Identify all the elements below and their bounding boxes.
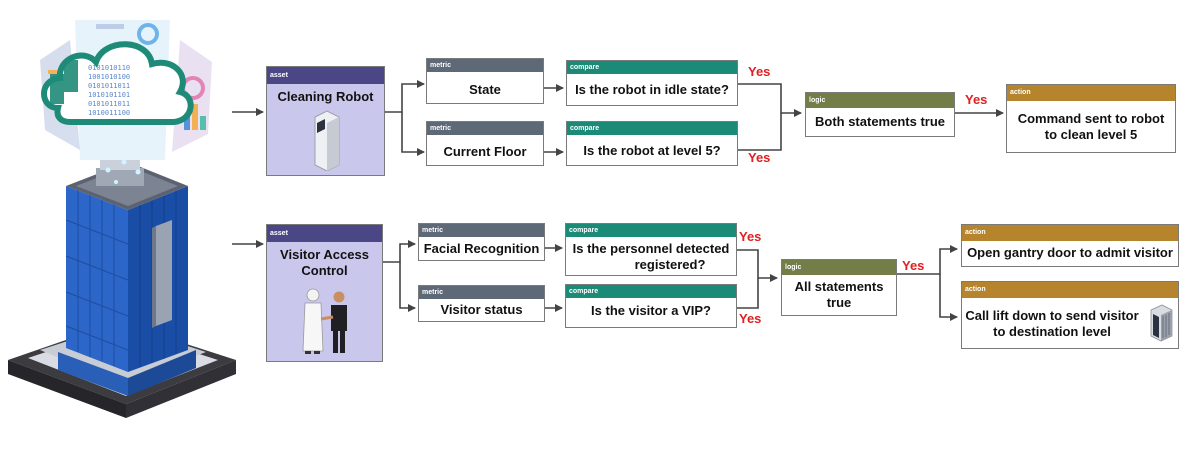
- compare-robot-idle: compare Is the robot in idle state?: [566, 60, 738, 106]
- metric-label: State: [469, 82, 501, 97]
- metric-tag: metric: [419, 286, 544, 299]
- compare-line-1: Is the personnel detected: [572, 241, 730, 256]
- compare-personnel-registered: compare Is the personnel detected regist…: [565, 223, 737, 276]
- action-tag: action: [962, 282, 1178, 298]
- office-tower-icon: [8, 159, 236, 418]
- metric-tag: metric: [419, 224, 544, 237]
- yes-label-logic: Yes: [965, 92, 988, 107]
- action-tag: action: [1007, 85, 1175, 101]
- smart-building-illustration: 0101010110 1001010100 0101011011 1010101…: [8, 20, 236, 418]
- svg-text:1010011100: 1010011100: [88, 109, 130, 117]
- arrow-robot-to-state: [385, 80, 425, 113]
- asset-tag: asset: [267, 225, 382, 242]
- metric-label: Current Floor: [443, 144, 527, 159]
- arrow-compare-idle-to-logic: [738, 83, 802, 117]
- action-line-2: to destination level: [993, 324, 1111, 339]
- action-label: Open gantry door to admit visitor: [967, 245, 1173, 260]
- asset-visitor-access: asset Visitor Access Control: [266, 224, 383, 362]
- logic-all-true: logic All statements true: [781, 259, 897, 316]
- gantry-turnstile-icon: [1150, 304, 1173, 342]
- cleaning-robot-icon: [314, 110, 340, 171]
- logic-both-true: logic Both statements true: [805, 92, 955, 137]
- metric-current-floor: metric Current Floor: [426, 121, 544, 166]
- compare-label: Is the visitor a VIP?: [591, 303, 711, 318]
- metric-label: Facial Recognition: [423, 241, 540, 256]
- action-call-lift: action Call lift down to send visitor to…: [961, 281, 1179, 349]
- asset-tag: asset: [267, 67, 384, 84]
- logic-label: Both statements true: [814, 114, 946, 129]
- action-tag: action: [962, 225, 1178, 241]
- metric-label: Visitor status: [440, 302, 523, 317]
- compare-visitor-vip: compare Is the visitor a VIP?: [565, 284, 737, 328]
- asset-cleaning-robot: asset Cleaning Robot: [266, 66, 385, 176]
- yes-label-idle: Yes: [748, 64, 771, 79]
- logic-line-2: true: [826, 295, 852, 310]
- svg-text:0101011011: 0101011011: [88, 100, 130, 108]
- arrow-logic-to-gantry: [897, 245, 958, 275]
- svg-text:1001010100: 1001010100: [88, 73, 130, 81]
- svg-text:0101010110: 0101010110: [88, 64, 130, 72]
- arrow-robot-to-floor: [401, 112, 425, 156]
- metric-facial-recognition: metric Facial Recognition: [418, 223, 545, 261]
- action-line-1: Command sent to robot: [1017, 111, 1165, 126]
- logic-tag: logic: [782, 260, 896, 275]
- metric-tag: metric: [427, 122, 543, 135]
- arrow-compare-vip-to-logic: [737, 278, 759, 309]
- asset-line-2: Control: [301, 263, 348, 278]
- svg-text:0101011011: 0101011011: [88, 82, 130, 90]
- compare-label: Is the robot at level 5?: [583, 143, 721, 158]
- action-open-gantry: action Open gantry door to admit visitor: [961, 224, 1179, 267]
- yes-label-level: Yes: [748, 150, 771, 165]
- arrow-visitor-to-face: [383, 240, 416, 263]
- metric-state: metric State: [426, 58, 544, 104]
- compare-label: Is the robot in idle state?: [575, 82, 729, 97]
- logic-tag: logic: [806, 93, 954, 108]
- arrow-compare-registered-to-logic: [737, 249, 778, 282]
- yes-label-logic: Yes: [902, 258, 925, 273]
- compare-tag: compare: [566, 224, 736, 237]
- arrow-logic-to-lift: [939, 274, 958, 321]
- svg-text:1010101101: 1010101101: [88, 91, 130, 99]
- metric-visitor-status: metric Visitor status: [418, 285, 545, 322]
- compare-tag: compare: [567, 122, 737, 135]
- asset-label: Cleaning Robot: [277, 89, 374, 104]
- yes-label-vip: Yes: [739, 311, 762, 326]
- asset-line-1: Visitor Access: [280, 247, 369, 262]
- cloud-data-icon: 0101010110 1001010100 0101011011 1010101…: [41, 41, 194, 125]
- compare-robot-level: compare Is the robot at level 5?: [566, 121, 738, 166]
- logic-line-1: All statements: [794, 279, 884, 294]
- metric-tag: metric: [427, 59, 543, 72]
- compare-tag: compare: [567, 61, 737, 74]
- action-line-1: Call lift down to send visitor: [965, 308, 1139, 323]
- compare-line-2: registered?: [634, 257, 706, 272]
- compare-tag: compare: [566, 285, 736, 298]
- action-clean-level: action Command sent to robot to clean le…: [1006, 84, 1176, 153]
- action-line-2: to clean level 5: [1044, 127, 1138, 142]
- arrow-compare-level-to-logic: [738, 113, 782, 151]
- handshake-people-icon: [302, 288, 347, 354]
- arrow-visitor-to-status: [399, 262, 416, 312]
- yes-label-registered: Yes: [739, 229, 762, 244]
